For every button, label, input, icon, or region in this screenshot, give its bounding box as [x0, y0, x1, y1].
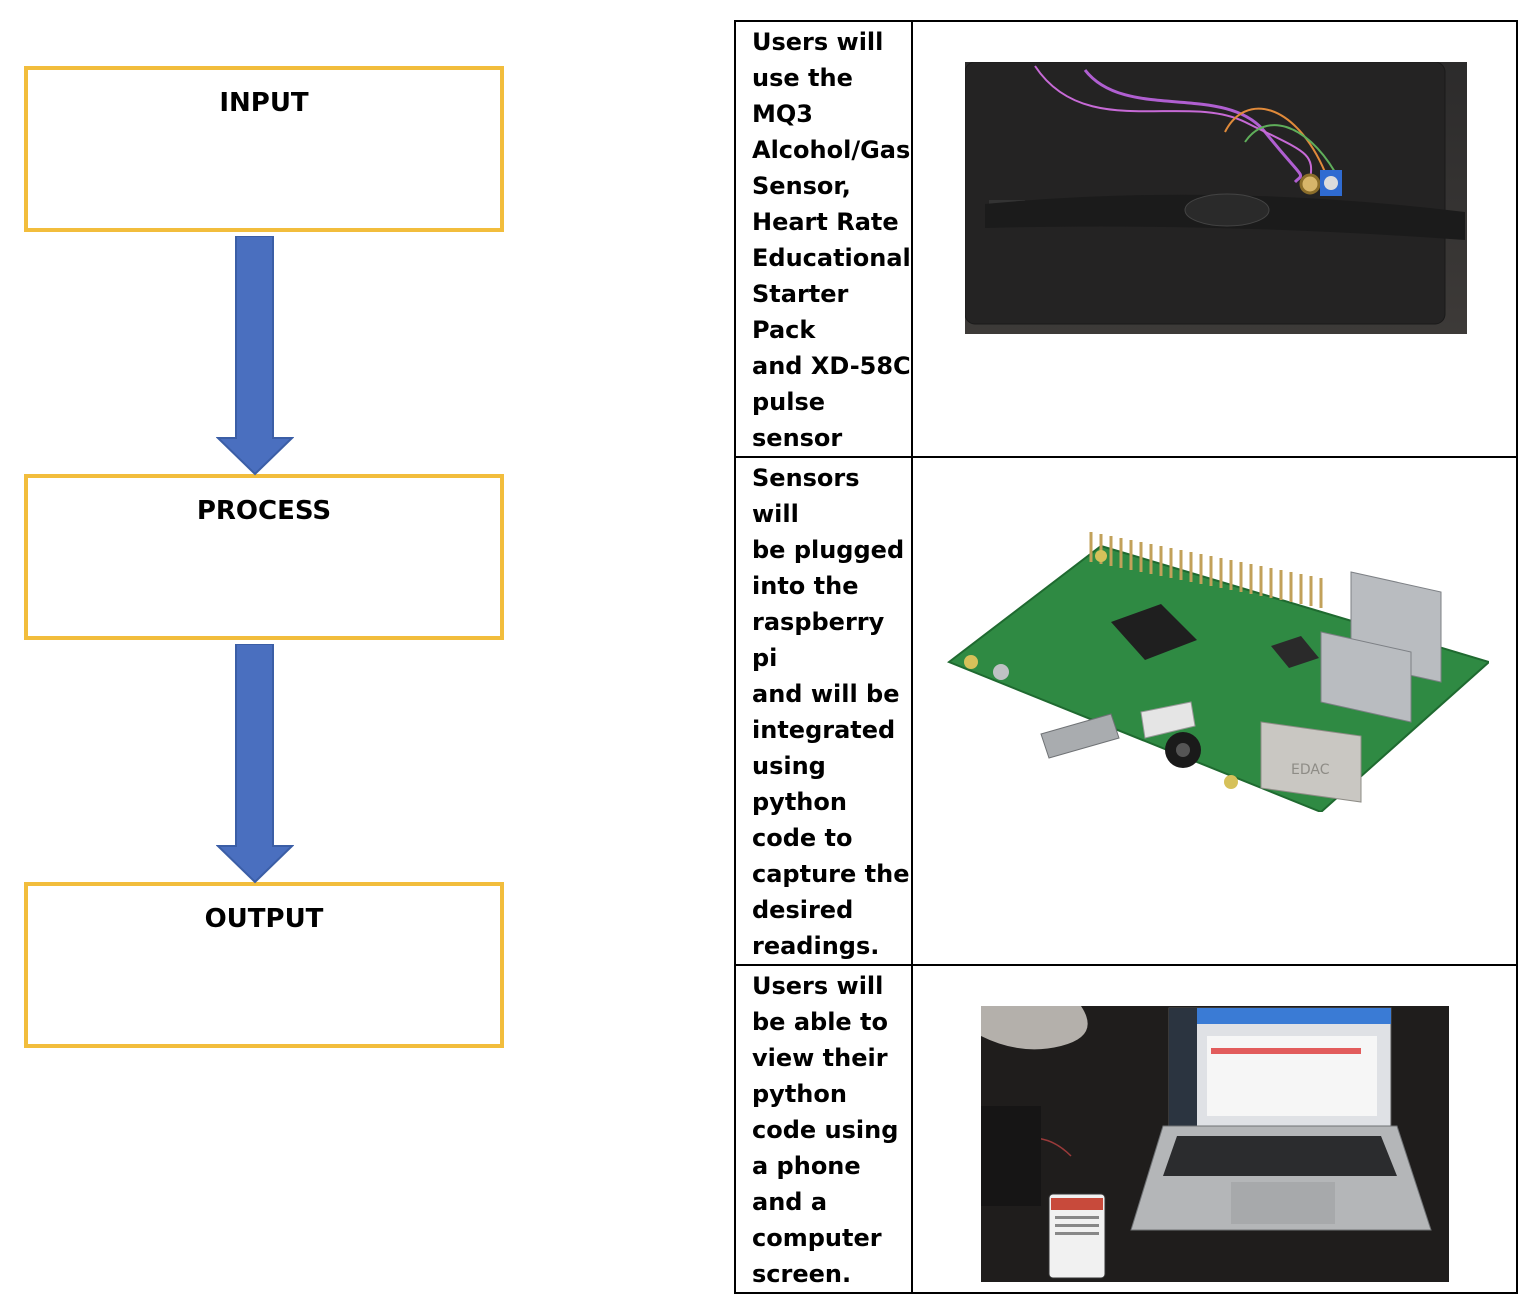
down-arrow-icon [216, 644, 294, 884]
output-label: OUTPUT [204, 904, 324, 934]
input-box: INPUT [24, 66, 504, 232]
description-text: Sensors will be plugged into the raspber… [752, 464, 910, 960]
raspberry-pi-board-photo: EDAC [946, 532, 1489, 812]
output-box: OUTPUT [24, 882, 504, 1048]
process-label: PROCESS [196, 496, 332, 526]
steps-table: Users will use the MQ3 Alcohol/Gas Senso… [734, 20, 1518, 1294]
svg-text:EDAC: EDAC [1291, 762, 1330, 778]
description-cell: Users will be able to view their python … [734, 964, 913, 1294]
table-row: Sensors will be plugged into the raspber… [734, 456, 1518, 966]
table-row: Users will be able to view their python … [734, 964, 1518, 1294]
description-cell: Sensors will be plugged into the raspber… [734, 456, 913, 966]
photo-cell: EDAC [910, 456, 1518, 966]
description-cell: Users will use the MQ3 Alcohol/Gas Senso… [734, 20, 913, 458]
photo-cell [910, 964, 1518, 1294]
table-row: Users will use the MQ3 Alcohol/Gas Senso… [734, 20, 1518, 458]
description-text: Users will use the MQ3 Alcohol/Gas Senso… [752, 28, 911, 452]
photo-cell [910, 20, 1518, 458]
laptop-and-phone-photo [980, 1006, 1449, 1282]
description-text: Users will be able to view their python … [752, 972, 899, 1288]
heart-rate-strap-sensor-photo [964, 62, 1467, 334]
process-box: PROCESS [24, 474, 504, 640]
down-arrow-icon [216, 236, 294, 476]
input-label: INPUT [219, 88, 309, 118]
